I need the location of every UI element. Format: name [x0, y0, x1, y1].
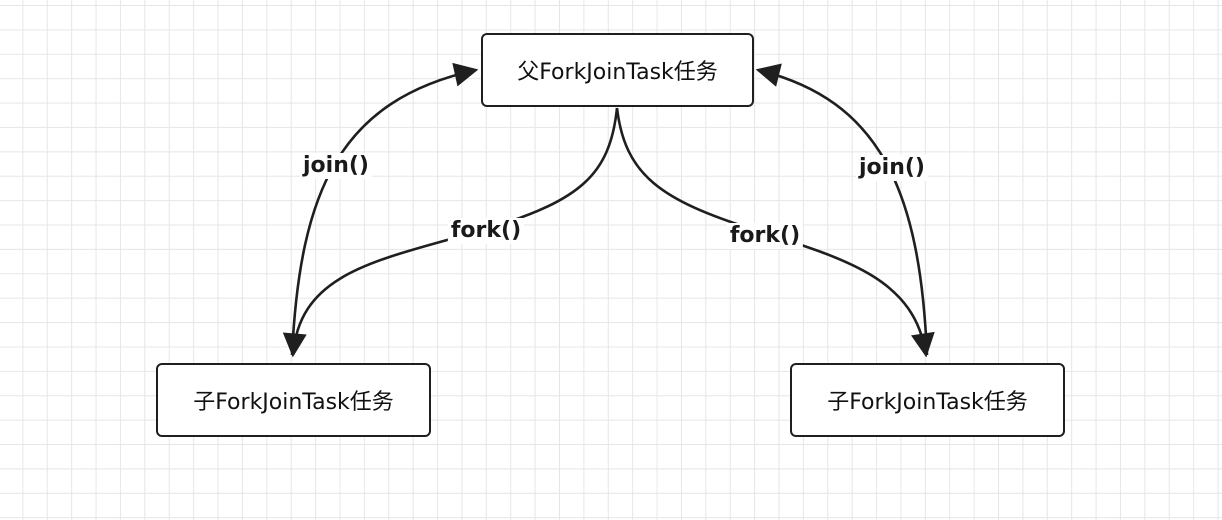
join-edge-left [290, 62, 479, 356]
child-task-label-right: 子ForkJoinTask任务 [827, 390, 1028, 415]
join-edge-right [755, 63, 929, 356]
join-label-left: join() [300, 153, 372, 179]
child-task-node-right: 子ForkJoinTask任务 [790, 363, 1065, 437]
child-task-node-left: 子ForkJoinTask任务 [156, 363, 431, 437]
fork-label-left: fork() [447, 218, 525, 244]
parent-task-label: 父ForkJoinTask任务 [517, 60, 718, 85]
parent-task-node: 父ForkJoinTask任务 [481, 33, 754, 107]
child-task-label-left: 子ForkJoinTask任务 [193, 390, 394, 415]
fork-label-right: fork() [726, 223, 804, 249]
join-label-right: join() [856, 155, 928, 181]
